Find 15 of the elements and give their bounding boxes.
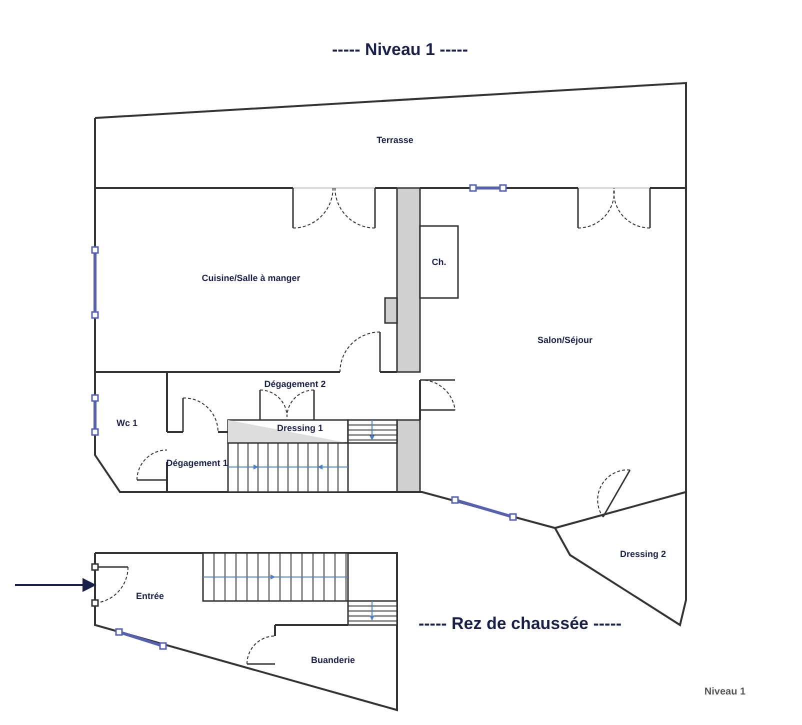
room-name: Dégagement 1	[166, 458, 228, 468]
level-title: ----- Niveau 1 -----	[332, 40, 468, 60]
room-name: Dégagement 2	[264, 379, 326, 389]
room-name: Ch.	[432, 257, 446, 267]
room-name: Terrasse	[376, 135, 414, 145]
room-name: Dressing 2	[620, 549, 666, 559]
room-name: Cuisine/Salle à manger	[202, 273, 300, 283]
room-name: Salon/Séjour	[538, 335, 592, 345]
room-name: Wc 1	[116, 418, 138, 428]
level-note: Niveau 1	[704, 686, 746, 698]
room-name: Buanderie	[311, 655, 355, 665]
room-name: Dressing 1	[276, 423, 324, 433]
level-title: ----- Rez de chaussée -----	[418, 614, 622, 634]
room-name: Entrée	[136, 591, 164, 601]
entrance-arrow	[15, 578, 96, 592]
